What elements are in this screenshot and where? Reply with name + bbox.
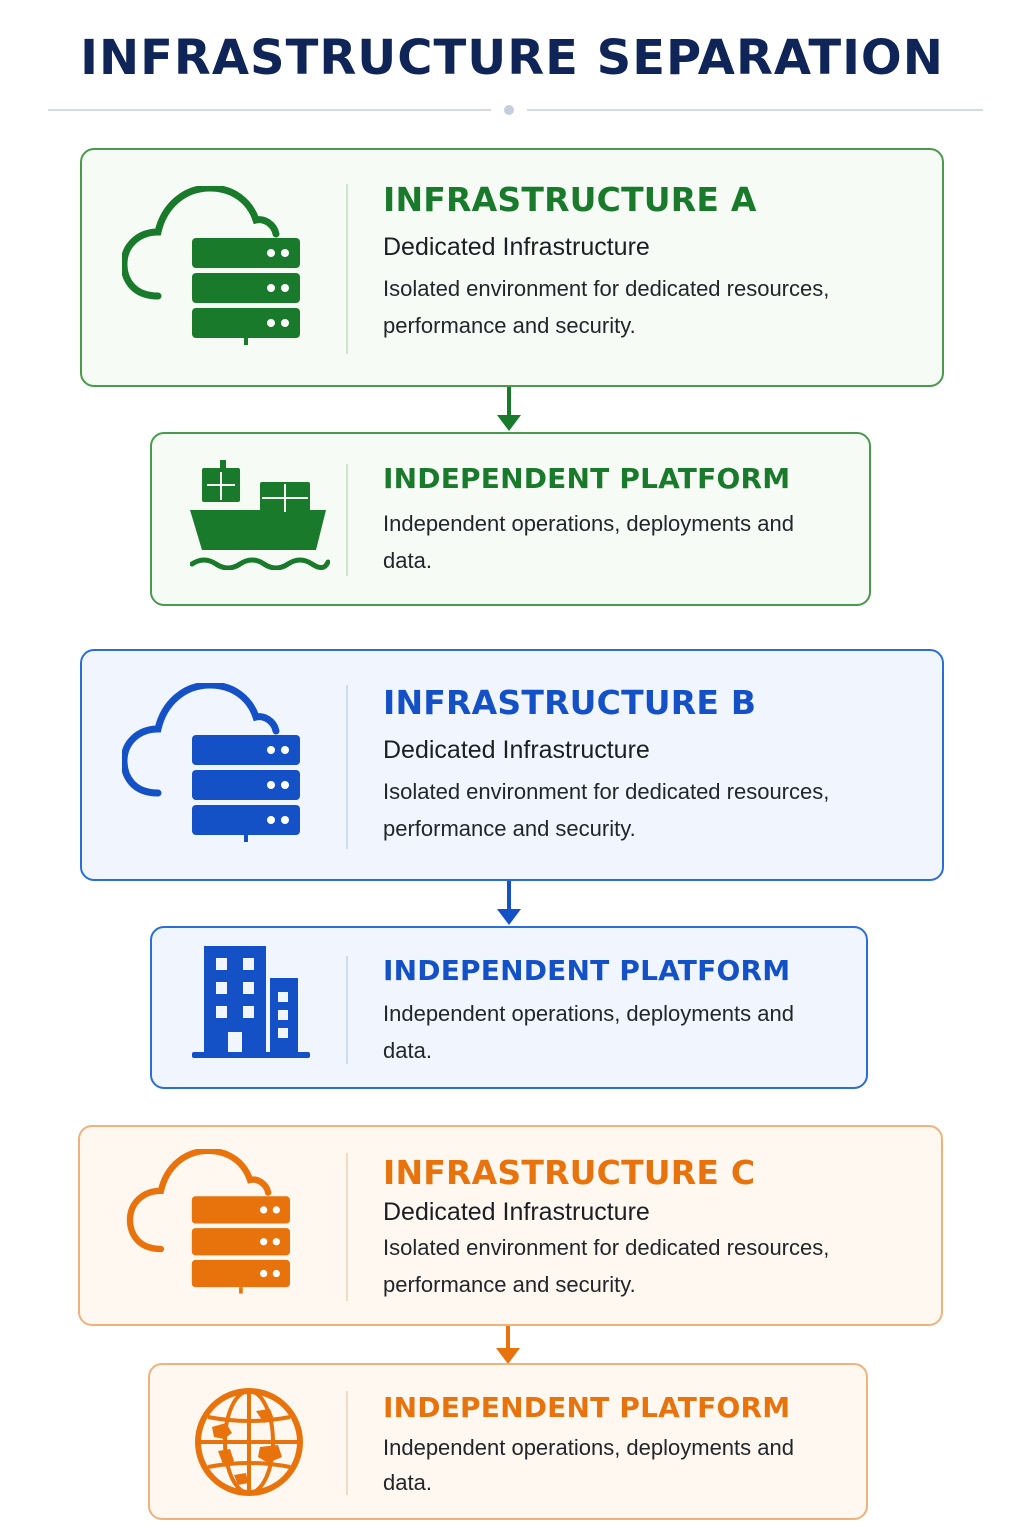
card-separator — [346, 956, 348, 1064]
page-title: INFRASTRUCTURE SEPARATION — [80, 30, 944, 86]
infrastructure-a-description: Isolated environment for dedicated resou… — [383, 276, 830, 338]
card-separator — [346, 1153, 348, 1301]
platform-c-description: Independent operations, deployments and … — [383, 1435, 794, 1495]
platform-c-title: INDEPENDENT PLATFORM — [383, 1391, 791, 1424]
office-building-icon — [192, 946, 310, 1058]
infrastructure-a-card: INFRASTRUCTURE A Dedicated Infrastructur… — [80, 148, 944, 387]
infrastructure-a-subtitle: Dedicated Infrastructure — [383, 233, 650, 261]
infrastructure-c-description: Isolated environment for dedicated resou… — [383, 1235, 830, 1297]
connector-arrow-a — [497, 387, 521, 431]
platform-b-card: INDEPENDENT PLATFORM Independent operati… — [150, 926, 868, 1089]
platform-a-description: Independent operations, deployments and … — [383, 511, 794, 573]
platform-b-title: INDEPENDENT PLATFORM — [383, 954, 791, 987]
infrastructure-c-subtitle: Dedicated Infrastructure — [383, 1198, 650, 1226]
cloud-server-icon — [126, 1149, 290, 1294]
infrastructure-b-card: INFRASTRUCTURE B Dedicated Infrastructur… — [80, 649, 944, 881]
card-separator — [346, 184, 348, 354]
infrastructure-b-description: Isolated environment for dedicated resou… — [383, 779, 830, 841]
infrastructure-b-subtitle: Dedicated Infrastructure — [383, 736, 650, 764]
card-separator — [346, 464, 348, 576]
infrastructure-c-card: INFRASTRUCTURE C Dedicated Infrastructur… — [78, 1125, 943, 1326]
platform-a-title: INDEPENDENT PLATFORM — [383, 462, 791, 495]
infrastructure-b-title: INFRASTRUCTURE B — [383, 683, 757, 722]
cloud-server-icon — [122, 683, 300, 842]
platform-b-description: Independent operations, deployments and … — [383, 1001, 794, 1063]
connector-arrow-c — [496, 1326, 520, 1364]
cargo-ship-icon — [190, 460, 330, 570]
platform-c-card: INDEPENDENT PLATFORM Independent operati… — [148, 1363, 868, 1520]
platform-a-card: INDEPENDENT PLATFORM Independent operati… — [150, 432, 871, 606]
cloud-server-icon — [122, 186, 300, 345]
globe-icon — [195, 1388, 303, 1496]
card-separator — [346, 1391, 348, 1495]
title-divider-right — [527, 109, 983, 111]
infrastructure-a-title: INFRASTRUCTURE A — [383, 180, 757, 219]
connector-arrow-b — [497, 881, 521, 925]
infrastructure-c-title: INFRASTRUCTURE C — [383, 1153, 756, 1192]
card-separator — [346, 685, 348, 849]
title-divider-dot — [504, 105, 514, 115]
title-divider-left — [48, 109, 491, 111]
